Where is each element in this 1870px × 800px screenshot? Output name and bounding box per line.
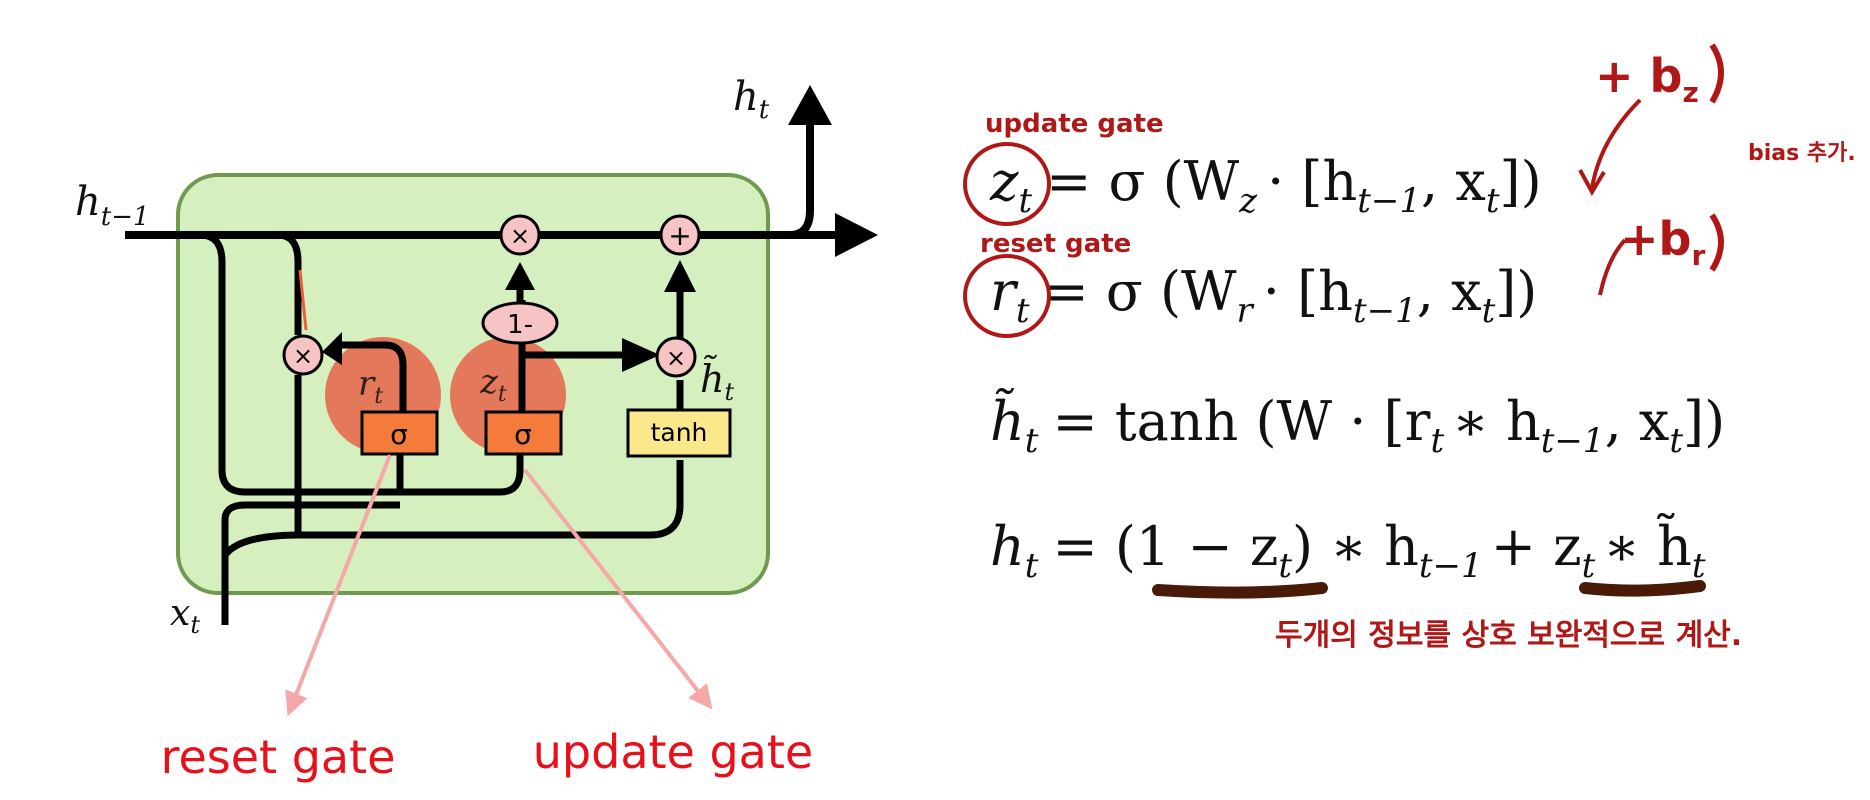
h-prev-label: ht−1: [75, 179, 150, 232]
reset-highlight-stroke: [298, 269, 308, 331]
equation-update-gate: zt= σ (Wz· [ht−1, xt]): [989, 150, 1542, 221]
reset-gate-caption: reset gate: [161, 730, 396, 784]
bias-r-note: +br: [1620, 212, 1705, 272]
tanh-box: [626, 408, 732, 458]
equations: zt= σ (Wz· [ht−1, xt]) rt= σ (Wr· [ht−1,…: [989, 150, 1725, 586]
update-pointer-arrow: [523, 468, 713, 710]
complementary-note: 두개의 정보를 상호 보완적으로 계산.: [1275, 618, 1742, 653]
handwritten-annotations: update gate reset gate + bz +br bias 추가.…: [963, 43, 1856, 653]
forget-multiply-symbol: ×: [510, 222, 530, 250]
update-sigma-box: [484, 410, 563, 456]
update-gate-note: update gate: [985, 109, 1164, 139]
equation-reset-gate: rt= σ (Wr· [ht−1, xt]): [990, 260, 1537, 331]
reset-out-line: [340, 341, 407, 412]
z-circle-mark: [963, 142, 1051, 226]
bias-added-note: bias 추가.: [1748, 141, 1856, 166]
h-branch-inner: [277, 231, 302, 335]
update-sigma-symbol: σ: [514, 418, 532, 451]
plus-symbol: +: [668, 219, 691, 252]
h-out-label: ht: [733, 74, 770, 125]
reset-sigma-box: [360, 410, 439, 456]
one-minus-symbol: 1-: [507, 310, 533, 340]
to-update-sigma: [400, 455, 524, 496]
r-circle-mark: [963, 254, 1051, 338]
one-minus-op: [481, 301, 559, 345]
r-label: rt: [358, 364, 383, 409]
bias-z-arrow: [1590, 98, 1642, 189]
reset-sigma-symbol: σ: [390, 418, 408, 451]
bias-z-paren: [1709, 43, 1724, 104]
candidate-multiply-symbol: ×: [666, 344, 686, 372]
h-out-up-arrowhead: [788, 85, 832, 125]
plus-op: [659, 214, 701, 256]
bias-r-paren: [1709, 213, 1724, 272]
bias-z-arrowhead: [1578, 169, 1606, 197]
reset-gate-note: reset gate: [980, 229, 1131, 259]
reset-multiply-op: [282, 334, 324, 376]
reset-out-arrowhead: [322, 332, 342, 365]
bias-z-note: + bz: [1595, 49, 1699, 109]
equation-hidden-state: ht= (1 − zt) ∗ ht−1+ zt∗ h̃t: [990, 512, 1706, 586]
h-out-up-line: [789, 125, 814, 239]
mult-to-plus-arrowhead: [664, 260, 696, 292]
candidate-multiply-op: [655, 336, 697, 378]
h-tilde-label: h̃t: [700, 356, 734, 406]
update-out-right-arrowhead: [622, 338, 660, 372]
x-input-line: [221, 501, 400, 625]
update-gate-caption: update gate: [533, 725, 813, 779]
one-minus-arrowhead: [505, 262, 535, 290]
forget-multiply-op: [499, 214, 541, 256]
underline-one-minus-z: [1152, 582, 1328, 599]
reset-multiply-symbol: ×: [293, 342, 313, 370]
z-label: zt: [479, 362, 507, 407]
underline-z-h-tilde: [1579, 580, 1706, 597]
equation-candidate: h̃t= tanh (W · [rt∗ ht−1, xt]): [990, 387, 1725, 461]
x-label: xt: [170, 593, 200, 639]
bias-r-arrow: [1598, 238, 1627, 296]
h-out-right-arrowhead: [835, 213, 878, 257]
gru-cell-diagram: × × + × 1- σ σ tanh ht−1 xt ht rt zt h̃t…: [75, 74, 878, 784]
reset-pointer-arrow: [285, 454, 392, 717]
x-to-tanh-line: [222, 460, 684, 558]
h-branch-outer: [199, 231, 400, 496]
tanh-label: tanh: [651, 418, 708, 447]
